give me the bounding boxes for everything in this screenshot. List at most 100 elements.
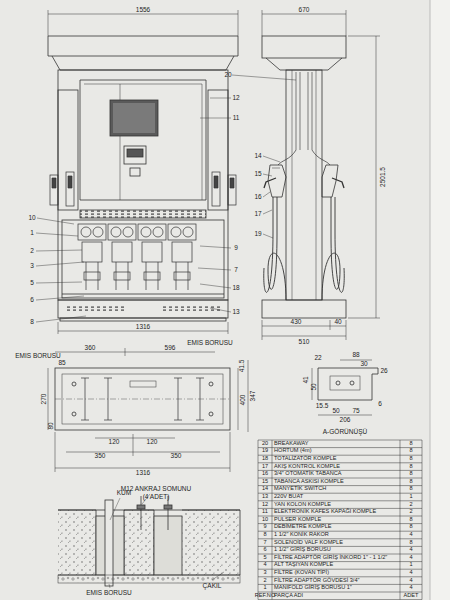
dimension-label: 120 — [109, 439, 120, 446]
table-cell: BREAKAWAY — [274, 441, 309, 447]
table-cell: TABANCA ASKISI KOMPLE — [274, 479, 344, 485]
callout-number: 14 — [254, 153, 261, 160]
dimension-label: 80 — [48, 422, 55, 429]
dimension-label: 1316 — [136, 324, 150, 331]
table-cell: 8 — [409, 456, 412, 462]
dimension-label: 26 — [380, 368, 387, 375]
table-cell: REF.NO — [255, 593, 276, 599]
table-cell: FİLTRE ADAPTÖR GİRİŞ İNKORD 1" - 1 1/2" — [274, 555, 387, 561]
table-cell: 4 — [409, 532, 412, 538]
table-cell: 220V BUAT — [274, 494, 303, 500]
table-cell: AKIŞ KONTROL KOMPLE — [274, 464, 340, 470]
table-cell: MANYETİK SWITCH — [274, 487, 326, 493]
note-label: M12 ANKRAJ SOMUNU — [121, 486, 191, 493]
callout-number: 11 — [233, 115, 240, 122]
dimension-label: 1556 — [136, 7, 150, 14]
table-cell: 17 — [262, 464, 268, 470]
table-cell: MANIFOLD GİRİŞ BORUSU 1" — [274, 585, 352, 591]
dimension-label: 40 — [334, 319, 341, 326]
callout-number: 13 — [232, 309, 239, 316]
dimension-label: 41.5 — [239, 360, 246, 373]
table-cell: 3/4" OTOMATİK TABANCA — [274, 471, 341, 477]
dimension-label: 30 — [360, 361, 367, 368]
dimension-label: 510 — [299, 339, 310, 346]
callout-number: 16 — [254, 194, 261, 201]
callout-number: 10 — [28, 215, 35, 222]
table-cell: TOTALİZATÖR KOMPLE — [274, 456, 336, 462]
dimension-label: 670 — [299, 7, 310, 14]
dimension-label: 85 — [58, 360, 65, 367]
table-cell: 4 — [409, 585, 412, 591]
table-cell: YAN KOLON KOMPLE — [274, 502, 331, 508]
note-label: EMIS BORUSU — [86, 590, 132, 597]
callout-number: 1 — [30, 230, 34, 237]
table-cell: 5 — [263, 555, 266, 561]
dimension-label: 270 — [41, 394, 48, 405]
dimension-label: 206 — [340, 417, 351, 424]
table-cell: 8 — [409, 517, 412, 523]
callout-number: 2 — [30, 248, 34, 255]
table-cell: 19 — [262, 449, 268, 455]
dimension-label: 120 — [147, 439, 158, 446]
callout-number: 18 — [232, 285, 239, 292]
dimension-label: 596 — [165, 345, 176, 352]
dimension-label: 350 — [95, 453, 106, 460]
table-cell: ADET — [404, 593, 419, 599]
dimension-label: 6 — [378, 401, 382, 408]
table-cell: 4 — [409, 570, 412, 576]
callout-number: 3 — [30, 263, 34, 270]
table-cell: 2 — [409, 509, 412, 515]
table-cell: 1 — [409, 563, 412, 569]
table-cell: HORTUM (4m) — [274, 449, 312, 455]
dimension-label: 15.5 — [316, 403, 329, 410]
table-cell: 10 — [262, 517, 268, 523]
dimension-label: 347 — [250, 391, 257, 402]
table-cell: PULSER KOMPLE — [274, 517, 321, 523]
table-cell: 4 — [409, 578, 412, 584]
table-cell: 4 — [409, 555, 412, 561]
table-cell: 12 — [262, 502, 268, 508]
dimension-label: 360 — [85, 345, 96, 352]
table-cell: 18 — [262, 456, 268, 462]
dimension-label: 41 — [303, 376, 310, 383]
callout-number: 15 — [254, 171, 261, 178]
table-cell: DEBİMETRE KOMPLE — [274, 525, 332, 531]
view-title: A-GÖRÜNÜŞÜ — [323, 429, 367, 436]
table-cell: 7 — [263, 540, 266, 546]
callout-number: 8 — [30, 319, 34, 326]
callout-number: 6 — [30, 297, 34, 304]
table-cell: 4 — [409, 547, 412, 553]
table-cell: 1 — [409, 494, 412, 500]
table-cell: 8 — [409, 464, 412, 470]
table-cell: 1 — [263, 585, 266, 591]
table-cell: PARÇA ADI — [274, 593, 303, 599]
table-cell: SOLENOİD VALF KOMPLE — [274, 540, 343, 546]
note-label: ÇAKIL — [203, 583, 222, 590]
callout-number: 9 — [234, 245, 238, 252]
dimension-label: 2501.5 — [380, 167, 387, 187]
table-cell: ELEKTRONİK KAFES KAPAĞI KOMPLE — [274, 509, 376, 515]
table-cell: 2 — [263, 578, 266, 584]
table-cell: 13 — [262, 494, 268, 500]
table-cell: 1 1/2" GİRİŞ BORUSU — [274, 547, 331, 553]
table-cell: 8 — [409, 479, 412, 485]
callout-number: 20 — [224, 72, 231, 79]
callout-number: 19 — [254, 231, 261, 238]
dimension-label: 350 — [171, 453, 182, 460]
table-cell: 14 — [262, 487, 268, 493]
dimension-label: 75 — [352, 408, 359, 415]
table-cell: 8 — [409, 441, 412, 447]
table-cell: 6 — [263, 547, 266, 553]
dimension-label: 430 — [291, 319, 302, 326]
table-cell: 8 — [409, 471, 412, 477]
table-cell: 8 — [409, 525, 412, 531]
table-cell: 8 — [409, 540, 412, 546]
table-cell: FİLTRE ADAPTÖR GÖVDESİ 3/4" — [274, 578, 360, 584]
note-label: EMIS BORUSU — [187, 340, 233, 347]
table-cell: 8 — [409, 449, 412, 455]
table-cell: 8 — [263, 532, 266, 538]
dimension-label: 88 — [352, 352, 359, 359]
dimension-label: 400 — [240, 395, 247, 406]
table-cell: 11 — [262, 509, 268, 515]
